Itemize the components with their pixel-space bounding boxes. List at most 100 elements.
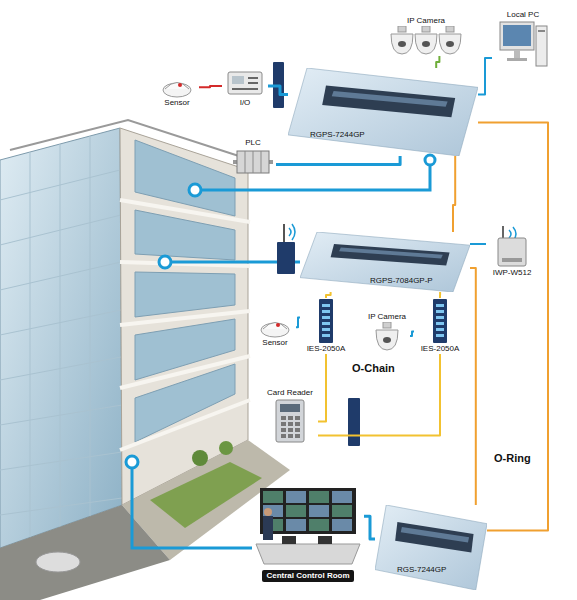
sensor-device: Sensor [254, 316, 296, 348]
device-icon [263, 491, 283, 503]
device-label: IES-2050A [307, 344, 346, 354]
device-icon [165, 83, 189, 90]
building [30, 152, 31, 537]
building [192, 450, 208, 466]
switch-platform-shape [395, 522, 473, 553]
network-link [470, 243, 486, 245]
device-icon [422, 41, 430, 47]
device-icon [252, 488, 364, 568]
device-icon [318, 298, 334, 344]
network-link [326, 292, 331, 298]
device-icon [433, 299, 447, 343]
device-icon [256, 544, 360, 564]
switch-platform-shape [288, 68, 478, 156]
unlabeled-device [283, 224, 285, 242]
network-link [453, 156, 455, 232]
building [120, 200, 250, 222]
device-icon [232, 76, 244, 84]
device-icon [436, 310, 444, 313]
building [135, 272, 235, 317]
device-icon [495, 224, 529, 268]
control-room: Central Control Room [252, 488, 364, 582]
device-icon [422, 26, 430, 32]
network-link [199, 86, 222, 87]
device-icon [237, 151, 269, 173]
building [90, 136, 91, 516]
device-label: IP Camera [407, 16, 445, 26]
device-icon [281, 428, 286, 432]
switch-platform-shape [331, 244, 450, 266]
local-pc: Local PC [492, 10, 554, 70]
device-icon [538, 30, 545, 32]
switch-platform: RGS-7244GP [375, 505, 487, 590]
device-icon [282, 536, 296, 544]
building [60, 144, 61, 527]
device-icon [245, 151, 246, 173]
unlabeled-device [348, 398, 360, 446]
device-icon [332, 505, 352, 517]
device-icon [436, 304, 444, 337]
device-icon [322, 322, 330, 325]
device-icon [322, 316, 330, 319]
building [120, 311, 250, 325]
device-icon [436, 316, 444, 319]
building [0, 120, 290, 600]
building [135, 364, 235, 442]
device-icon [280, 404, 300, 412]
building [0, 405, 122, 425]
device-icon [281, 416, 286, 420]
network-link [470, 268, 476, 505]
device-icon [436, 304, 444, 307]
device-icon [318, 536, 332, 544]
network-link [410, 332, 414, 336]
device-icon [332, 519, 352, 531]
device-icon [502, 258, 522, 262]
device-icon [288, 416, 293, 420]
device-icon [502, 226, 504, 238]
network-link [318, 354, 440, 436]
device-icon [322, 310, 330, 313]
device-icon [264, 508, 272, 516]
switch-platform-shape [401, 527, 469, 542]
device-label: IP Camera [368, 312, 406, 322]
device-icon [163, 83, 191, 97]
switch-platform-shape [288, 68, 478, 156]
device-icon [253, 151, 254, 173]
device-icon [391, 34, 413, 54]
building [0, 128, 122, 548]
industrial-switch: IES-2050A [414, 298, 466, 354]
device-label: RGPS-7084GP-P [370, 276, 433, 286]
building [0, 505, 170, 600]
device-icon [322, 304, 330, 307]
device-label: IWP-W512 [493, 268, 532, 278]
device-icon [162, 76, 192, 98]
device-icon [248, 77, 258, 79]
device-icon [263, 505, 283, 517]
network-link [276, 156, 400, 165]
device-icon [295, 428, 300, 432]
device-icon [233, 148, 273, 176]
device-icon [498, 238, 526, 266]
device-icon [276, 400, 304, 442]
ip-camera: IP Camera [370, 16, 482, 56]
building [120, 200, 250, 450]
device-icon [436, 334, 444, 337]
device-icon [248, 82, 258, 84]
network-link [318, 354, 326, 422]
device-icon [232, 77, 258, 90]
device-icon [263, 323, 287, 330]
device-icon [398, 26, 406, 32]
network-link [436, 56, 439, 68]
building [120, 400, 250, 450]
device-icon [309, 519, 329, 531]
device-icon [295, 434, 300, 438]
io-module: I/O [222, 68, 268, 108]
network-cable [126, 155, 435, 548]
device-icon [295, 416, 300, 420]
device-label: RGPS-7244GP [310, 130, 365, 140]
device-icon [178, 83, 182, 87]
switch-platform-shape [332, 91, 448, 107]
device-icon [309, 491, 329, 503]
device-icon [228, 72, 262, 94]
